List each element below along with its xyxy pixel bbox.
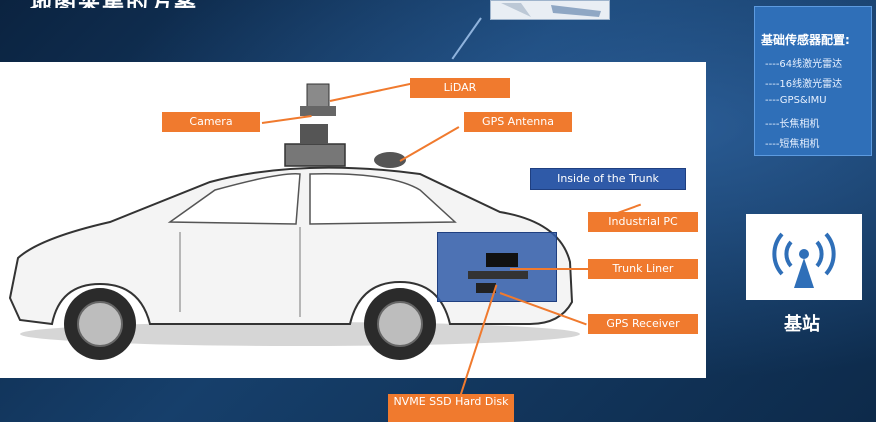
sensor-item: ----GPS&IMU bbox=[765, 95, 827, 106]
map-thumbnail bbox=[490, 0, 610, 20]
trunk-overlay bbox=[437, 232, 557, 302]
lidar-callout: LiDAR bbox=[410, 78, 510, 98]
sensor-item: ----长焦相机 bbox=[765, 119, 820, 130]
base-station-card bbox=[746, 214, 862, 300]
sensor-item: ----短焦相机 bbox=[765, 139, 820, 150]
inside-trunk-callout: Inside of the Trunk bbox=[530, 168, 686, 190]
slide-title: 地图采集的方案 bbox=[30, 0, 290, 8]
map-thumbnail-graphic bbox=[501, 3, 601, 17]
trunk-liner-arrow bbox=[510, 268, 588, 270]
sensor-config-title: 基础传感器配置: bbox=[761, 33, 850, 47]
base-station-label: 基站 bbox=[784, 314, 820, 335]
industrial-pc-callout: Industrial PC bbox=[588, 212, 698, 232]
sensor-item: ----64线激光雷达 bbox=[765, 59, 843, 70]
sensor-item: ----16线激光雷达 bbox=[765, 79, 843, 90]
sensor-config-panel: 基础传感器配置: ----64线激光雷达 ----16线激光雷达 ----GPS… bbox=[754, 6, 872, 156]
trunk-equipment-graphic bbox=[468, 253, 528, 293]
gps-receiver-callout: GPS Receiver bbox=[588, 314, 698, 334]
trunk-liner-callout: Trunk Liner bbox=[588, 259, 698, 279]
nvme-ssd-callout: NVME SSD Hard Disk bbox=[388, 394, 514, 422]
gps-antenna-callout: GPS Antenna bbox=[464, 112, 572, 132]
camera-callout: Camera bbox=[162, 112, 260, 132]
antenna-signal-icon bbox=[772, 232, 836, 288]
car-illustration bbox=[8, 83, 580, 360]
